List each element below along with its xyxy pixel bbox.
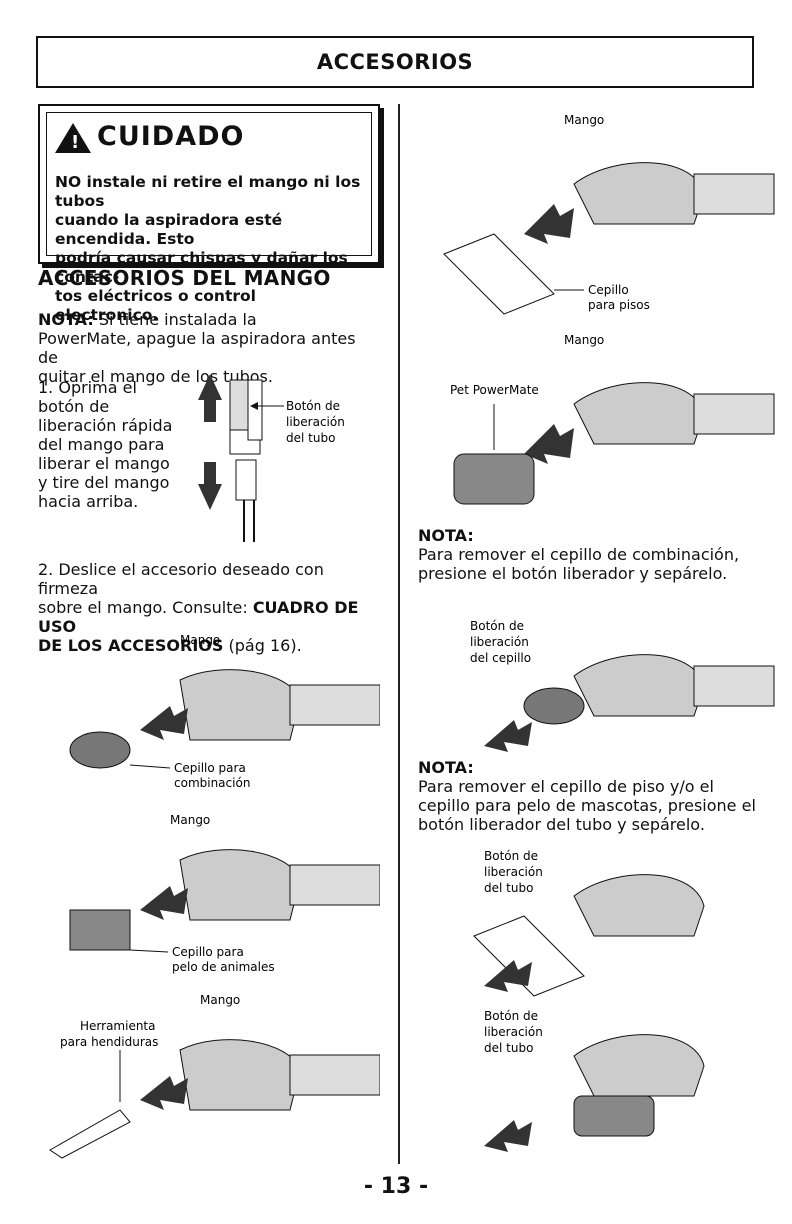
left-figures: Mango Cepillo para combinación Mango Cep… bbox=[49, 633, 380, 1159]
warning-box: ! CUIDADO NO instale ni retire el mango … bbox=[38, 104, 380, 324]
mango-label: Mango bbox=[564, 333, 604, 347]
fig-floor-release: Botón de liberación del tubo bbox=[473, 849, 705, 997]
boton-cepillo-2: liberación bbox=[470, 635, 529, 649]
pet-powermate-label: Pet PowerMate bbox=[450, 383, 539, 397]
step-line: sobre el mango. Consulte: bbox=[38, 598, 248, 617]
note-line: Para remover el cepillo de combinación, bbox=[418, 545, 740, 564]
note-1: NOTA: Si tiene instalada la PowerMate, a… bbox=[38, 310, 378, 386]
step-line: liberación rápida bbox=[38, 416, 173, 435]
note-line: Para remover el cepillo de piso y/o el bbox=[418, 777, 714, 796]
note-2: NOTA: Para remover el cepillo de combina… bbox=[418, 526, 758, 583]
mango-label: Mango bbox=[180, 633, 220, 647]
right-bottom-figures: Botón de liberación del tubo Botón de li… bbox=[473, 849, 705, 1152]
note-3: NOTA: Para remover el cepillo de piso y/… bbox=[418, 758, 768, 834]
step-2-text: 2. Deslice el accesorio deseado con firm… bbox=[38, 560, 388, 655]
warning-triangle-icon bbox=[55, 123, 91, 153]
pet-label-2: pelo de animales bbox=[172, 960, 275, 974]
step-line: botón de bbox=[38, 397, 110, 416]
step-line: 2. Deslice el accesorio deseado con firm… bbox=[38, 560, 324, 598]
boton-tubo-3: del tubo bbox=[484, 1041, 533, 1055]
floor-label-2: para pisos bbox=[588, 298, 650, 312]
note-line: presione el botón liberador y sepárelo. bbox=[418, 564, 728, 583]
warning-line: cuando la aspiradora esté encendida. Est… bbox=[55, 211, 283, 248]
fig-pet-brush: Mango Cepillo para pelo de animales bbox=[69, 813, 380, 974]
fig-combination-brush: Mango Cepillo para combinación bbox=[69, 633, 380, 790]
note-line: botón liberador del tubo y sepárelo. bbox=[418, 815, 705, 834]
warning-text: NO instale ni retire el mango ni los tub… bbox=[55, 173, 363, 325]
combo-label-1: Cepillo para bbox=[174, 761, 246, 775]
combo-label-2: combinación bbox=[174, 776, 250, 790]
fig-floor-brush: Mango Cepillo para pisos bbox=[443, 113, 775, 315]
warning-inner: ! CUIDADO NO instale ni retire el mango … bbox=[46, 112, 372, 324]
step-line: 1. Oprima el bbox=[38, 378, 137, 397]
step-line: y tire del mango bbox=[38, 473, 170, 492]
tube-release-illustration: Botón de liberación del tubo bbox=[198, 374, 345, 542]
boton-tubo-2: liberación bbox=[484, 865, 543, 879]
step-line: (pág 16). bbox=[228, 636, 302, 655]
right-top-figures: Mango Cepillo para pisos Mango Pet Power… bbox=[443, 113, 775, 505]
warning-line: podría causar chispas y dañar los contac… bbox=[55, 249, 348, 286]
boton-tubo-1: Botón de bbox=[484, 849, 538, 863]
boton-label-3: del tubo bbox=[286, 431, 335, 445]
floor-label-1: Cepillo bbox=[588, 283, 629, 297]
page-title: ACCESORIOS bbox=[316, 50, 474, 74]
exclamation-icon: ! bbox=[71, 132, 80, 153]
step-bold: CUADRO DE USO bbox=[38, 598, 359, 636]
section-heading: ACCESORIOS DEL MANGO bbox=[38, 266, 331, 290]
note-line: cepillo para pelo de mascotas, presione … bbox=[418, 796, 756, 815]
crevice-label-2: para hendiduras bbox=[60, 1035, 158, 1049]
note-line: quitar el mango de los tubos. bbox=[38, 367, 273, 386]
boton-cepillo-1: Botón de bbox=[470, 619, 524, 633]
mango-label: Mango bbox=[200, 993, 240, 1007]
fig-pet-powermate: Mango Pet PowerMate bbox=[450, 333, 775, 505]
note-label: NOTA: bbox=[38, 310, 94, 329]
note-title: NOTA: bbox=[418, 526, 474, 545]
fig-crevice-tool: Mango Herramienta para hendiduras bbox=[49, 993, 380, 1159]
boton-tubo-3: del tubo bbox=[484, 881, 533, 895]
mango-label: Mango bbox=[170, 813, 210, 827]
mango-label: Mango bbox=[564, 113, 604, 127]
boton-label-2: liberación bbox=[286, 415, 345, 429]
boton-tubo-2: liberación bbox=[484, 1025, 543, 1039]
fig-pet-release: Botón de liberación del tubo bbox=[484, 1009, 705, 1152]
warning-line: NO instale ni retire el mango ni los tub… bbox=[55, 173, 361, 210]
note-line: Si tiene instalada la bbox=[98, 310, 257, 329]
boton-tubo-1: Botón de bbox=[484, 1009, 538, 1023]
page-number: - 13 - bbox=[363, 1174, 429, 1199]
step-line: del mango para bbox=[38, 435, 165, 454]
step-bold: DE LOS ACCESORIOS bbox=[38, 636, 224, 655]
note-line: PowerMate, apague la aspiradora antes de bbox=[38, 329, 356, 367]
note-title: NOTA: bbox=[418, 758, 474, 777]
boton-label-1: Botón de bbox=[286, 399, 340, 413]
pet-label-1: Cepillo para bbox=[172, 945, 244, 959]
fig-brush-release: Botón de liberación del cepillo bbox=[470, 619, 775, 752]
step-line: liberar el mango bbox=[38, 454, 170, 473]
crevice-label-1: Herramienta bbox=[80, 1019, 156, 1033]
boton-cepillo-3: del cepillo bbox=[470, 651, 531, 665]
section-title-bar: ACCESORIOS bbox=[36, 36, 754, 88]
warning-heading: CUIDADO bbox=[97, 121, 245, 152]
step-1-text: 1. Oprima el botón de liberación rápida … bbox=[38, 378, 198, 511]
column-divider bbox=[398, 104, 400, 1164]
warning-line: tos eléctricos o control electronico. bbox=[55, 287, 256, 324]
step-line: hacia arriba. bbox=[38, 492, 139, 511]
